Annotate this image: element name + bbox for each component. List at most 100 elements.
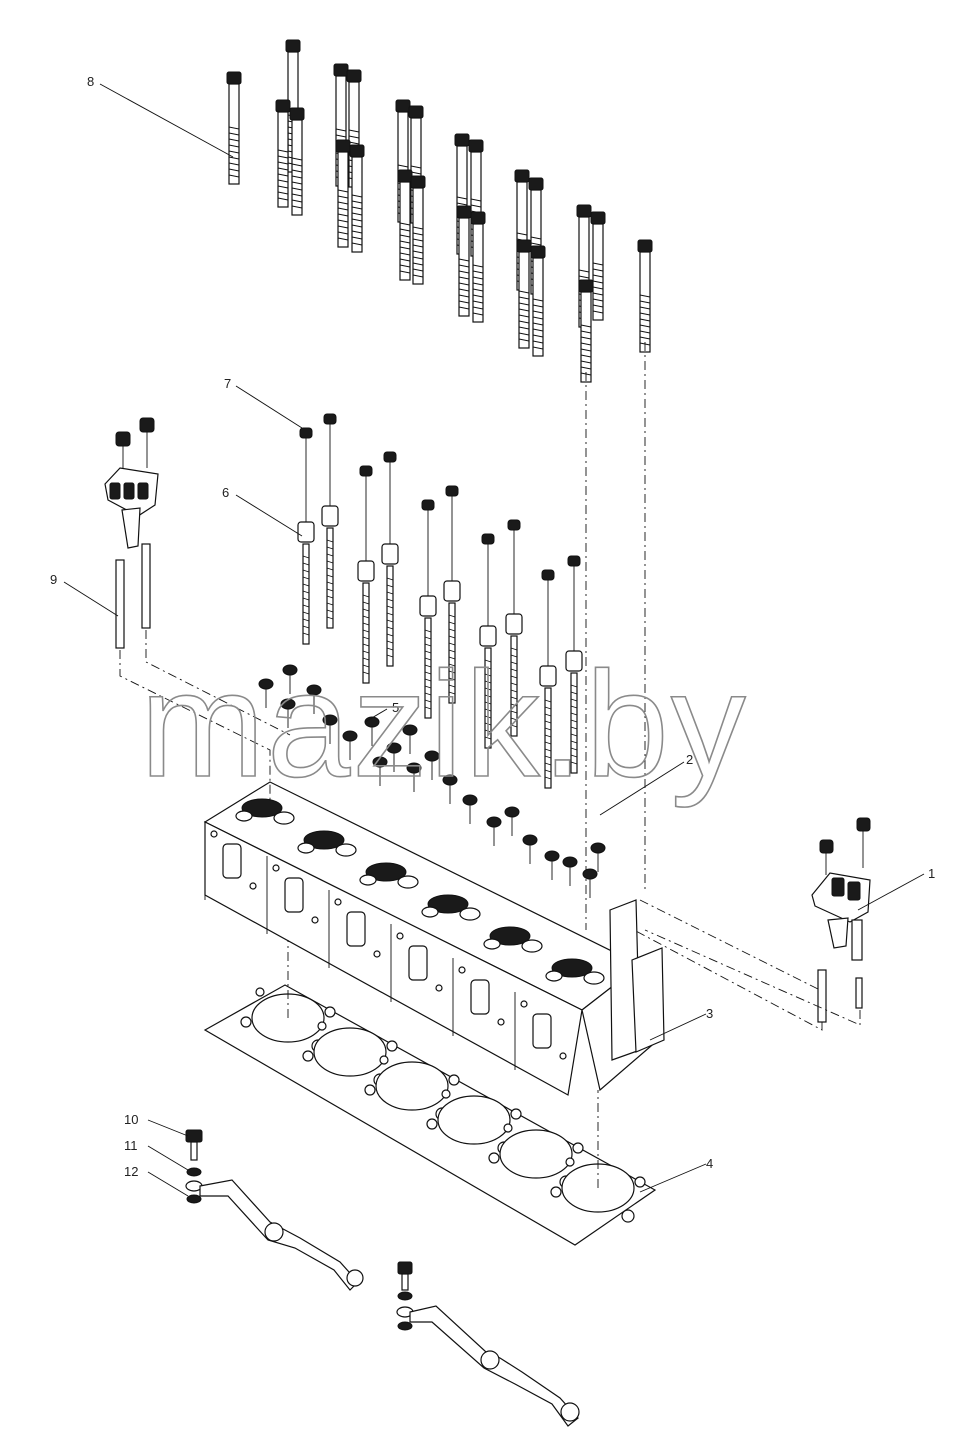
valve-keeper xyxy=(582,868,598,898)
valve-bore xyxy=(489,926,531,946)
valve-bore xyxy=(551,958,593,978)
label-10: 10 xyxy=(124,1112,138,1127)
valve-keeper xyxy=(372,756,388,786)
head-bolt-hole xyxy=(559,1052,567,1060)
valve-bore xyxy=(359,874,377,886)
rocker-stud xyxy=(443,485,461,704)
head-bolts xyxy=(226,39,653,930)
label-2: 2 xyxy=(686,752,693,767)
head-bolt xyxy=(335,139,351,248)
valve-keeper xyxy=(486,816,502,846)
label-1: 1 xyxy=(928,866,935,881)
head-port xyxy=(470,979,490,1015)
valve-keeper xyxy=(282,664,298,694)
head-bolt-hole xyxy=(396,932,404,940)
valve-bore xyxy=(583,971,605,985)
label-5: 5 xyxy=(392,700,399,715)
valve-keeper xyxy=(504,806,520,836)
gasket-hole xyxy=(503,1123,513,1133)
rocker-stud xyxy=(357,465,375,684)
valve-bore xyxy=(521,939,543,953)
gasket-hole xyxy=(510,1108,522,1120)
rocker-stud xyxy=(505,519,523,737)
gasket-hole xyxy=(448,1074,460,1086)
valve-bore xyxy=(545,970,563,982)
head-bolt xyxy=(637,239,653,353)
head-bolt-hole xyxy=(334,898,342,906)
head-port xyxy=(346,911,366,947)
label-7: 7 xyxy=(224,376,231,391)
head-bolt xyxy=(456,205,472,317)
callouts: 1 2 3 4 5 6 7 8 9 10 11 12 xyxy=(50,74,935,1197)
rocker-studs xyxy=(297,413,583,789)
valve-keeper xyxy=(406,762,422,792)
gasket-hole xyxy=(634,1176,646,1188)
head-port xyxy=(408,945,428,981)
gasket-hole xyxy=(364,1084,376,1096)
head-port xyxy=(532,1013,552,1049)
head-bolt-hole xyxy=(272,864,280,872)
rocker-stud xyxy=(479,533,497,749)
gasket-cylinder-bore xyxy=(499,1129,573,1179)
head-bolt xyxy=(516,239,532,349)
valve-keeper xyxy=(424,750,440,780)
valve-keepers xyxy=(258,664,606,898)
rocker-stud xyxy=(297,427,315,645)
gasket-hole xyxy=(379,1055,389,1065)
valve-keeper xyxy=(258,678,274,708)
rocker-stud xyxy=(381,451,399,667)
head-bolt xyxy=(590,211,606,321)
injector-left xyxy=(104,417,291,800)
valve-bore xyxy=(459,907,481,921)
valve-bore xyxy=(303,830,345,850)
valve-keeper xyxy=(306,684,322,714)
label-8: 8 xyxy=(87,74,94,89)
valve-bore xyxy=(273,811,295,825)
gasket-bores xyxy=(240,940,646,1223)
head-bolt-hole xyxy=(497,1018,505,1026)
gasket-cylinder-bore xyxy=(437,1095,511,1145)
valve-keeper xyxy=(590,842,606,872)
cylinder-head-sections xyxy=(204,822,567,1070)
injector-right xyxy=(633,817,871,1031)
label-3: 3 xyxy=(706,1006,713,1021)
gasket-hole xyxy=(441,1089,451,1099)
cylinder-head-top-detail xyxy=(235,798,605,985)
gasket-hole xyxy=(255,987,265,997)
head-bolt xyxy=(530,245,546,357)
head-port xyxy=(284,877,304,913)
head-bolt-hole xyxy=(249,882,257,890)
gasket-cylinder-bore xyxy=(375,1061,449,1111)
gasket-hole xyxy=(324,1006,336,1018)
gasket-cylinder-bore xyxy=(313,1027,387,1077)
gasket-hole xyxy=(572,1142,584,1154)
rocker-stud xyxy=(539,569,557,789)
head-bolt-hole xyxy=(373,950,381,958)
valve-bore xyxy=(365,862,407,882)
head-bolt-hole xyxy=(311,916,319,924)
gasket-hole xyxy=(302,1050,314,1062)
fuel-line-lower xyxy=(396,1261,580,1427)
valve-keeper xyxy=(280,698,296,728)
head-port xyxy=(222,843,242,879)
gasket-hole xyxy=(565,1157,575,1167)
label-11: 11 xyxy=(124,1138,138,1153)
label-4: 4 xyxy=(706,1156,713,1171)
gasket-hole xyxy=(488,1152,500,1164)
head-bolt xyxy=(226,71,242,185)
valve-keeper xyxy=(544,850,560,880)
watermark: mazik.by xyxy=(140,640,748,808)
valve-keeper xyxy=(462,794,478,824)
head-bolt xyxy=(410,175,426,285)
valve-bore xyxy=(235,810,253,822)
gasket-hole xyxy=(386,1040,398,1052)
label-6: 6 xyxy=(222,485,229,500)
head-bolt xyxy=(397,169,413,281)
gasket-hole xyxy=(621,1209,635,1223)
valve-bore xyxy=(241,798,283,818)
gasket-hole xyxy=(317,1021,327,1031)
label-12: 12 xyxy=(124,1164,138,1179)
head-bolt xyxy=(349,144,365,253)
valve-bore xyxy=(335,843,357,857)
